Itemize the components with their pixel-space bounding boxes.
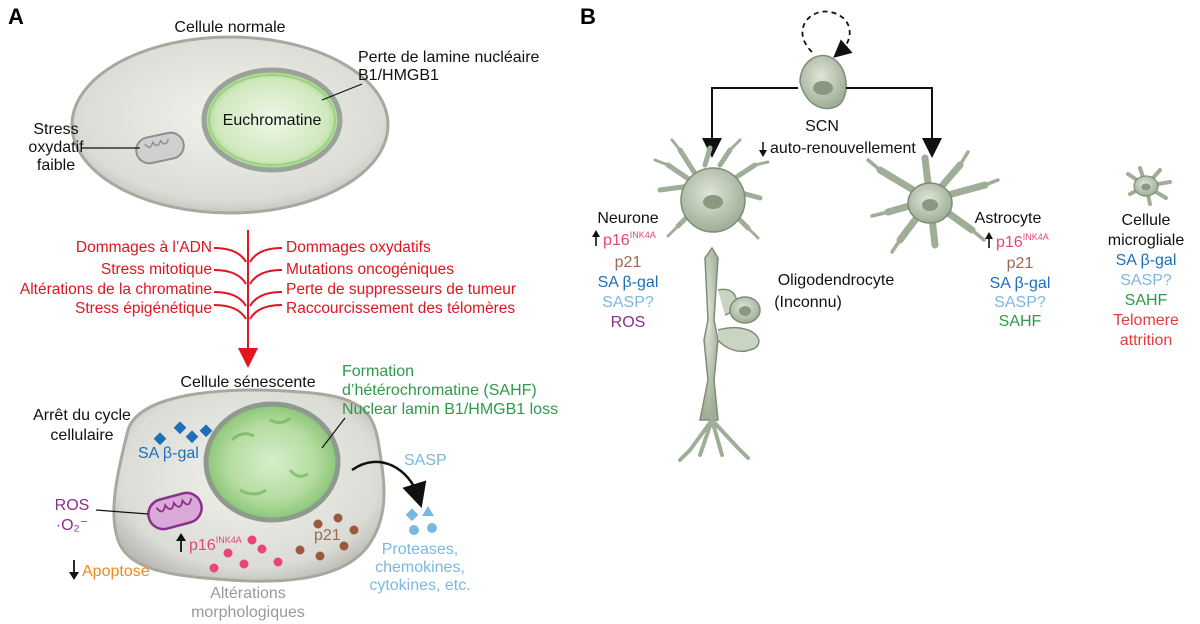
low-stress-label-1: Stress [33, 121, 78, 138]
astrocyte-p16-up-arrow [985, 232, 993, 248]
astrocyte-title: Astrocyte [975, 210, 1042, 227]
lamin-loss-label-1: Perte de lamine nucléaire [358, 49, 540, 66]
astrocyte-sasp: SASP? [994, 294, 1046, 311]
senescent-cell [112, 388, 386, 583]
sasp-particles [405, 506, 437, 535]
sahf-label-1: Formation [342, 363, 414, 380]
oligodendrocyte-sub: (Inconnu) [774, 294, 842, 311]
astrocyte-sahf: SAHF [999, 313, 1042, 330]
neurone-p21: p21 [615, 254, 642, 271]
scn-cell [799, 54, 847, 110]
mitochondrion-normal [135, 131, 185, 165]
self-renewal-label: auto-renouvellement [770, 140, 916, 157]
cell-cycle-arrest-1: Arrêt du cycle [33, 407, 131, 424]
cause-left-3: Altérations de la chromatine [20, 281, 212, 298]
sahf-pointer [321, 417, 346, 449]
self-renewal-down-arrow [759, 142, 767, 157]
morph-alterations-2: morphologiques [191, 604, 305, 621]
p16-dots [209, 535, 283, 573]
neurone-ros: ROS [611, 314, 646, 331]
neurone-title: Neurone [597, 210, 658, 227]
normal-cell [70, 35, 390, 215]
oligodendrocyte-title: Oligodendrocyte [778, 272, 895, 289]
cell-cycle-arrest-2: cellulaire [50, 427, 113, 444]
microglia-sahf: SAHF [1125, 292, 1168, 309]
p16-label: p16INK4A [189, 535, 242, 554]
astrocyte-p16: p16INK4A [996, 232, 1049, 251]
p21-label: p21 [314, 527, 341, 544]
p16-up-arrow [176, 533, 186, 552]
microglia-sasp: SASP? [1120, 272, 1172, 289]
secreted-factors-2: chemokines, [375, 559, 465, 576]
cause-left-2: Stress mitotique [101, 261, 212, 278]
secreted-factors-1: Proteases, [382, 541, 458, 558]
sa-bgal-label: SA β-gal [138, 445, 199, 462]
astrocyte-p21: p21 [1007, 255, 1034, 272]
microglia-telomere-1: Telomere [1113, 312, 1179, 329]
low-stress-label-2: oxydatif [28, 139, 84, 156]
cause-left-1: Dommages à l’ADN [76, 239, 212, 256]
panel-b-label: B [580, 4, 596, 29]
oligodendrocyte-cell [717, 288, 761, 352]
low-stress-label-3: faible [37, 157, 75, 174]
secreted-factors-3: cytokines, etc. [369, 577, 470, 594]
neurone-p16: p16INK4A [603, 230, 656, 249]
cause-right-1: Dommages oxydatifs [286, 239, 431, 256]
scn-label: SCN [805, 118, 839, 135]
neurone-bgal: SA β-gal [598, 274, 659, 291]
superoxide-label: ·O₂⁻ [56, 517, 88, 534]
ros-label: ROS [55, 497, 90, 514]
apoptose-label: Apoptose [82, 563, 150, 580]
morph-alterations-1: Altérations [210, 585, 286, 602]
sasp-label: SASP [404, 452, 447, 469]
self-renewal-loop [801, 10, 853, 58]
normal-cell-title: Cellule normale [174, 19, 285, 36]
lamin-loss-pointer [321, 83, 363, 101]
astrocyte-cell [866, 150, 1000, 254]
euchromatin-label: Euchromatine [223, 112, 322, 129]
sahf-label-2: d’hétérochromatine (SAHF) [342, 382, 537, 399]
cause-right-4: Raccourcissement des télomères [286, 300, 515, 317]
microglia-bgal: SA β-gal [1116, 252, 1177, 269]
neurone-sasp: SASP? [602, 294, 654, 311]
sa-bgal-granules [153, 421, 213, 446]
scn-to-neuron-arrow [702, 87, 798, 158]
cause-right-2: Mutations oncogéniques [286, 261, 454, 278]
ros-pointer [95, 509, 149, 515]
neuron-nucleus [703, 195, 723, 209]
mitochondrion-senescent [147, 491, 203, 531]
astrocyte-bgal: SA β-gal [990, 275, 1051, 292]
p21-dots [295, 513, 359, 561]
cause-left-4: Stress épigénétique [75, 300, 212, 317]
scn-to-astrocyte-arrow [846, 87, 942, 158]
microglia-telomere-2: attrition [1120, 332, 1172, 349]
panel-a-label: A [8, 4, 24, 29]
microglia-title-1: Cellule [1122, 212, 1171, 229]
sasp-secretion-arrow [351, 460, 427, 508]
causes-arrow [213, 230, 283, 368]
neurone-p16-up-arrow [592, 230, 600, 246]
senescent-cell-title: Cellule sénescente [180, 374, 315, 391]
cause-right-3: Perte de suppresseurs de tumeur [286, 281, 516, 298]
microglia-cell [1126, 166, 1172, 206]
lamin-loss-label-2: B1/HMGB1 [358, 67, 439, 84]
sahf-label-3: Nuclear lamin B1/HMGB1 loss [342, 401, 558, 418]
microglia-title-2: microgliale [1108, 232, 1185, 249]
apoptose-down-arrow [69, 560, 79, 580]
